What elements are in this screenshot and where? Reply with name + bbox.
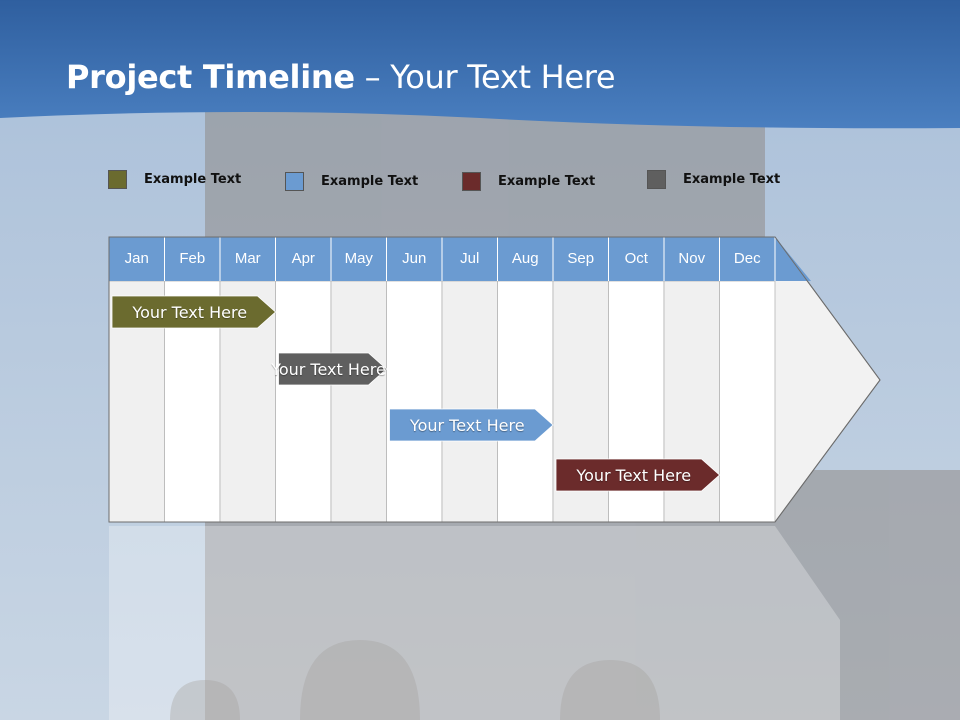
title-bold-text: Project Timeline [66, 58, 355, 96]
month-label-jun: Jun [402, 250, 427, 267]
legend-label: Example Text [321, 174, 419, 189]
legend-item-3: Example Text [462, 172, 595, 191]
month-label-mar: Mar [234, 250, 261, 267]
legend-swatch [285, 172, 304, 191]
month-label-sep: Sep [567, 250, 595, 267]
legend-swatch [647, 170, 666, 189]
month-label-aug: Aug [511, 250, 539, 267]
task-label-1: Your Text Here [132, 302, 248, 322]
month-label-may: May [344, 250, 373, 267]
legend-item-1: Example Text [108, 170, 241, 189]
legend-swatch [462, 172, 481, 191]
legend-item-4: Example Text [647, 170, 780, 189]
task-label-4: Your Text Here [576, 465, 692, 485]
month-label-jan: Jan [124, 250, 149, 267]
month-label-feb: Feb [179, 250, 206, 267]
slide-title: Project Timeline – Your Text Here [66, 58, 616, 96]
legend-label: Example Text [498, 174, 596, 189]
month-label-jul: Jul [460, 250, 480, 267]
legend-label: Example Text [683, 172, 781, 187]
legend-item-2: Example Text [285, 172, 418, 191]
month-label-dec: Dec [733, 250, 761, 267]
month-label-oct: Oct [624, 250, 648, 267]
title-rest-text: – Your Text Here [354, 58, 616, 96]
legend-swatch [108, 170, 127, 189]
task-label-2: Your Text Here [271, 359, 386, 379]
task-label-3: Your Text Here [409, 415, 525, 435]
month-label-apr: Apr [291, 250, 315, 267]
month-label-nov: Nov [678, 250, 706, 267]
legend-label: Example Text [144, 172, 242, 187]
